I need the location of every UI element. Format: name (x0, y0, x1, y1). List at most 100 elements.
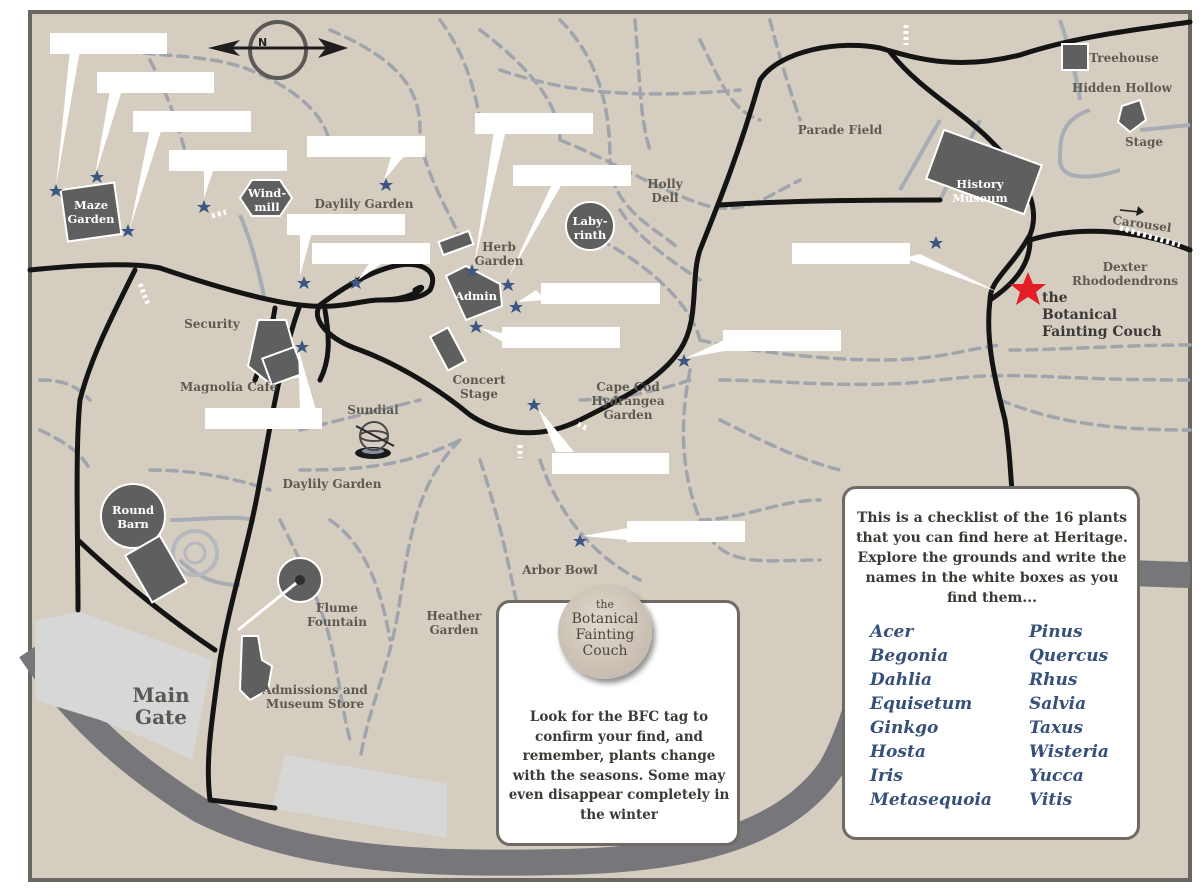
plant-name: Salvia (1029, 694, 1087, 714)
label-sundial: Sundial (347, 403, 399, 417)
plant-name-box-15[interactable] (552, 453, 669, 474)
carousel-arrow (1119, 206, 1144, 216)
checklist-intro: This is a checklist of the 16 plants tha… (856, 510, 1128, 606)
plant-star (501, 278, 515, 291)
parking-lot-south (272, 755, 447, 838)
plant-name-box-16[interactable] (627, 521, 745, 542)
plant-name-box-4[interactable] (169, 150, 287, 171)
label-admissions: Admissions and Museum Store (262, 683, 368, 711)
plant-name: Iris (870, 766, 903, 786)
compass-label: N (258, 36, 267, 49)
label-main-gate: Main Gate (132, 683, 190, 729)
plant-star (197, 200, 211, 213)
callout-tails (56, 50, 998, 540)
plant-name: Vitis (1029, 790, 1073, 810)
plant-name-box-10[interactable] (541, 283, 660, 304)
plant-star (573, 534, 587, 547)
plant-name: Rhus (1029, 670, 1078, 690)
bfc-location-star (1010, 272, 1046, 305)
label-security: Security (184, 317, 240, 331)
label-holly-dell: Holly Dell (647, 177, 683, 205)
plant-name-box-1[interactable] (50, 33, 167, 54)
plant-name-box-13[interactable] (792, 243, 910, 264)
bfc-badge-line-4: Couch (582, 643, 628, 659)
plant-name: Hosta (870, 742, 926, 762)
plant-name: Taxus (1029, 718, 1084, 738)
plant-list-column-1: Acer Begonia Dahlia Equisetum Ginkgo Hos… (870, 620, 992, 812)
plant-star (295, 340, 309, 353)
round-barn-building (100, 483, 166, 549)
plant-markers (49, 170, 943, 547)
plant-star (121, 224, 135, 237)
plant-star (929, 236, 943, 249)
plant-name: Wisteria (1029, 742, 1109, 762)
label-admin: Admin (455, 289, 497, 303)
plant-name-box-11[interactable] (502, 327, 620, 348)
bfc-info-text: Look for the BFC tag to confirm your fin… (508, 709, 730, 823)
label-maze-garden: Maze Garden (67, 198, 115, 226)
labyrinth-building (565, 201, 615, 251)
label-flume-fountain: Flume Fountain (307, 601, 367, 629)
plant-name: Metasequoia (870, 790, 992, 810)
plant-name: Acer (870, 622, 914, 642)
plant-star (49, 184, 63, 197)
round-barn-pond (171, 529, 219, 577)
windmill-building (238, 179, 294, 217)
compass-rose (208, 20, 348, 80)
stage-building (1116, 98, 1148, 134)
plant-star (379, 178, 393, 191)
label-bfc-location: the Botanical Fainting Couch (1042, 290, 1162, 340)
plant-name: Dahlia (870, 670, 933, 690)
plant-name: Pinus (1029, 622, 1083, 642)
plant-name-box-14[interactable] (205, 408, 322, 429)
plant-name-box-8[interactable] (475, 113, 593, 134)
herb-garden-shed (437, 229, 475, 257)
label-magnolia-cafe: Magnolia Cafe (180, 380, 278, 394)
plant-name: Yucca (1029, 766, 1084, 786)
plant-name: Begonia (870, 646, 949, 666)
label-dexter-rhododendrons: Dexter Rhododendrons (1072, 260, 1179, 288)
flume-channel (237, 578, 301, 632)
plant-name-box-2[interactable] (97, 72, 214, 93)
round-barn-pond-inner (183, 541, 207, 565)
plant-star (509, 300, 523, 313)
crosswalks (137, 25, 1181, 458)
label-parade-field: Parade Field (797, 123, 883, 137)
history-museum-building (924, 128, 1044, 216)
label-round-barn: Round Barn (112, 503, 154, 531)
plant-name: Equisetum (870, 694, 973, 714)
sundial-icon (355, 421, 395, 459)
plant-list-column-2: Pinus Quercus Rhus Salvia Taxus Wisteria… (1029, 620, 1109, 812)
plant-name: Ginkgo (870, 718, 939, 738)
plant-star (469, 320, 483, 333)
label-stage: Stage (1124, 135, 1163, 149)
bfc-badge-logo: the Botanical Fainting Couch (558, 585, 652, 679)
plant-star (677, 354, 691, 367)
label-labyrinth: Laby- rinth (572, 214, 608, 242)
bfc-badge-line-2: Botanical (571, 611, 639, 627)
plant-name-box-9[interactable] (513, 165, 631, 186)
plant-star (465, 264, 479, 277)
label-hidden-hollow: Hidden Hollow (1072, 81, 1173, 95)
label-daylily-garden-south: Daylily Garden (282, 477, 382, 491)
label-cape-cod-hydrangea-garden: Cape Cod Hydrangea Garden (591, 380, 665, 422)
plant-name-box-12[interactable] (723, 330, 841, 351)
plant-name-box-3[interactable] (133, 111, 251, 132)
checklist-panel (842, 486, 1140, 840)
concert-stage-building (428, 326, 468, 372)
label-arbor-bowl: Arbor Bowl (522, 563, 598, 577)
maze-garden-building (59, 181, 123, 243)
label-treehouse: Treehouse (1089, 51, 1159, 65)
treehouse-building (1061, 43, 1089, 71)
plant-star (527, 398, 541, 411)
buildings (59, 43, 1148, 702)
plant-name-box-7[interactable] (312, 243, 430, 264)
round-barn-annex (123, 534, 189, 604)
flume-fountain-center (295, 575, 305, 585)
parking-lot-west (35, 612, 212, 760)
label-history-museum: History Museum (952, 177, 1008, 205)
plant-name-box-6[interactable] (287, 214, 405, 235)
admin-building (444, 264, 504, 322)
plant-star (349, 276, 363, 289)
plant-name-box-5[interactable] (307, 136, 425, 157)
